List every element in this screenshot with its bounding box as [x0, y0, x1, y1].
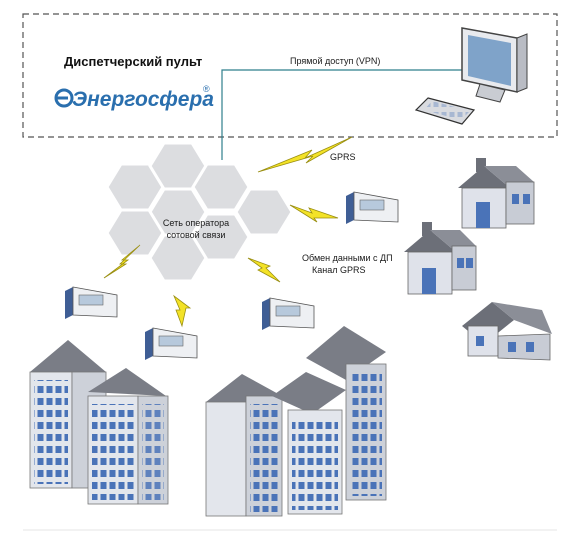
- house-icon: [458, 158, 535, 229]
- meter-device-icon: [262, 297, 315, 330]
- gprs-label: GPRS: [330, 152, 356, 162]
- vpn-line: [221, 69, 470, 160]
- meter-device-icon: [145, 327, 198, 360]
- dispatch-title: Диспетчерский пульт: [64, 54, 202, 69]
- cellular-network: Сеть оператора сотовой связи: [105, 141, 294, 283]
- brand-name: Энергосфера: [72, 88, 214, 111]
- apartment-building-icon: [29, 340, 169, 505]
- computer-icon: [414, 27, 528, 125]
- house-icon: [404, 222, 477, 295]
- network-cell: [148, 233, 208, 283]
- network-label-line2: сотовой связи: [167, 230, 226, 240]
- brand-registered-mark: ®: [203, 84, 210, 94]
- meter-device-icon: [346, 191, 399, 224]
- meter-device-icon: [65, 286, 118, 319]
- lightning-icon: [289, 204, 339, 223]
- network-cell: [191, 162, 251, 212]
- exchange-label-line2: Канал GPRS: [312, 265, 365, 275]
- network-label-line1: Сеть оператора: [163, 218, 229, 228]
- house-icon: [462, 302, 552, 361]
- network-cell: [105, 208, 165, 258]
- lightning-icon: [247, 257, 281, 283]
- network-cell: [234, 187, 294, 237]
- energosfera-logo: Энергосфера ®: [54, 84, 214, 111]
- vpn-label: Прямой доступ (VPN): [290, 56, 380, 66]
- lightning-icon: [257, 136, 353, 173]
- network-cell: [191, 212, 251, 262]
- office-building-icon: [205, 326, 387, 517]
- lightning-icons: [103, 136, 353, 328]
- dispatch-frame: [22, 13, 558, 138]
- lightning-icon: [173, 294, 192, 328]
- exchange-label-line1: Обмен данными с ДП: [302, 253, 393, 263]
- lightning-icon: [103, 244, 141, 279]
